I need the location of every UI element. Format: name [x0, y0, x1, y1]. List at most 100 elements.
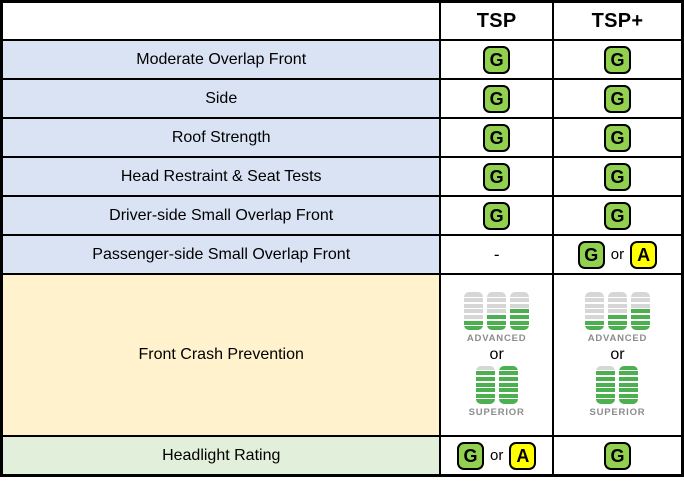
- rating-cell-tsp: G: [439, 195, 554, 236]
- bar-segment: [596, 393, 616, 398]
- bar-segment: [464, 309, 484, 314]
- grade-badge-g: G: [483, 45, 511, 74]
- row-label: Side: [0, 78, 442, 119]
- bar-segment: [464, 292, 484, 297]
- bar-segment: [475, 371, 495, 376]
- bar-segment: [487, 320, 507, 325]
- or-label: or: [489, 346, 504, 364]
- fcp-advanced-label: ADVANCED: [466, 333, 527, 345]
- bar-segment: [619, 393, 639, 398]
- bar-segment: [510, 303, 530, 308]
- bar-segment: [584, 303, 604, 308]
- bar-segment: [510, 309, 530, 314]
- grade-badge-g: G: [483, 123, 511, 152]
- rating-cell-tsp-plus: G: [551, 195, 684, 236]
- bar-segment: [584, 320, 604, 325]
- bar-segment: [607, 303, 627, 308]
- bar-segment: [510, 298, 530, 303]
- bar-segment: [596, 388, 616, 393]
- grade-badge-g: G: [483, 162, 511, 191]
- grade-badge-g: G: [603, 123, 631, 152]
- bar-segment: [498, 371, 518, 376]
- bar-segment: [475, 365, 495, 370]
- bar-segment: [498, 393, 518, 398]
- bar-segment: [584, 326, 604, 331]
- bar-segment: [619, 388, 639, 393]
- grade-badge-g: G: [603, 201, 631, 230]
- bar-segment: [607, 326, 627, 331]
- rating-bar: [498, 365, 518, 404]
- bar-segment: [584, 298, 604, 303]
- rating-cell-tsp-plus: G: [551, 435, 684, 477]
- bar-segment: [464, 298, 484, 303]
- grade-badge-g: G: [483, 201, 511, 230]
- bar-segment: [596, 365, 616, 370]
- bar-segment: [619, 365, 639, 370]
- bar-segment: [619, 371, 639, 376]
- rating-cell-tsp-plus: G: [551, 156, 684, 197]
- bar-segment: [464, 320, 484, 325]
- bar-segment: [596, 382, 616, 387]
- rating-cell-tsp: G: [439, 117, 554, 158]
- grade-badge-a: A: [630, 240, 658, 269]
- rating-bar: [584, 292, 604, 331]
- bar-segment: [510, 292, 530, 297]
- bar-segment: [584, 309, 604, 314]
- fcp-superior-icon: [475, 365, 518, 404]
- row-label: Headlight Rating: [0, 435, 442, 477]
- dash-placeholder: -: [493, 244, 500, 264]
- bar-segment: [475, 376, 495, 382]
- row-label: Head Restraint & Seat Tests: [0, 156, 442, 197]
- bar-segment: [498, 399, 518, 404]
- bar-segment: [464, 314, 484, 320]
- row-label: Passenger-side Small Overlap Front: [0, 234, 442, 275]
- bar-segment: [607, 309, 627, 314]
- or-label: or: [610, 346, 625, 364]
- bar-segment: [596, 399, 616, 404]
- bar-segment: [475, 399, 495, 404]
- rating-bar: [596, 365, 616, 404]
- or-label: or: [489, 447, 504, 464]
- bar-segment: [487, 303, 507, 308]
- rating-bar: [487, 292, 507, 331]
- bar-segment: [619, 376, 639, 382]
- table-row: Head Restraint & Seat Tests G G: [0, 156, 684, 197]
- bar-segment: [498, 388, 518, 393]
- bar-segment: [630, 314, 650, 320]
- bar-segment: [475, 393, 495, 398]
- rating-cell-tsp-plus: G: [551, 39, 684, 80]
- or-label: or: [610, 246, 625, 263]
- bar-segment: [607, 292, 627, 297]
- bar-segment: [630, 309, 650, 314]
- bar-segment: [464, 326, 484, 331]
- bar-segment: [584, 292, 604, 297]
- row-label: Moderate Overlap Front: [0, 39, 442, 80]
- rating-cell-tsp-plus: G: [551, 117, 684, 158]
- header-criterion-cell: [0, 0, 442, 41]
- grade-badge-a: A: [509, 441, 537, 470]
- fcp-superior-label: SUPERIOR: [468, 406, 525, 418]
- bar-segment: [584, 314, 604, 320]
- fcp-advanced-label: ADVANCED: [587, 333, 648, 345]
- bar-segment: [607, 314, 627, 320]
- rating-bar: [619, 365, 639, 404]
- rating-cell-tsp: G: [439, 39, 554, 80]
- bar-segment: [510, 326, 530, 331]
- rating-bar: [607, 292, 627, 331]
- grade-badge-g: G: [603, 84, 631, 113]
- bar-segment: [630, 303, 650, 308]
- bar-segment: [607, 320, 627, 325]
- grade-badge-g: G: [603, 162, 631, 191]
- bar-segment: [510, 320, 530, 325]
- table-row: Moderate Overlap Front G G: [0, 39, 684, 80]
- fcp-advanced-icon: [464, 292, 530, 331]
